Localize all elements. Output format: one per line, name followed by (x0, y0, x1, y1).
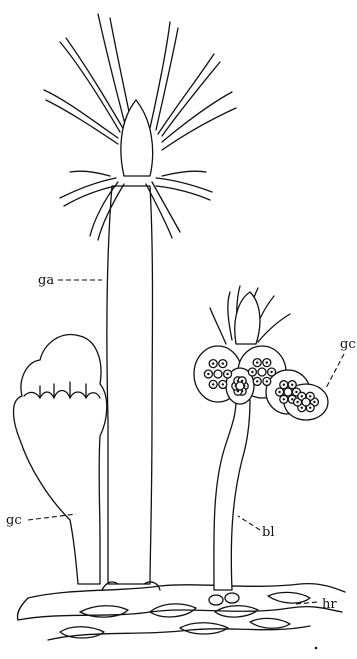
egg-nucleus (301, 395, 303, 397)
gonozooid-left (14, 335, 107, 584)
egg-nucleus (309, 395, 311, 397)
egg (284, 388, 292, 396)
label-ga: ga (38, 273, 102, 288)
label-gc-left-text: gc (6, 513, 22, 528)
label-ga-text: ga (38, 273, 54, 288)
egg-nucleus (207, 373, 209, 375)
egg-nucleus (212, 383, 214, 385)
label-gc-right: gc (326, 337, 356, 388)
egg-nucleus (226, 373, 228, 375)
egg-nucleus (266, 361, 268, 363)
egg-nucleus (283, 398, 285, 400)
label-bl-text: bl (262, 525, 274, 540)
gonophore-cluster (194, 346, 328, 420)
egg (236, 382, 244, 390)
label-hr-text: hr (322, 597, 337, 612)
egg-nucleus (266, 380, 268, 382)
egg-nucleus (301, 407, 303, 409)
egg-nucleus (309, 407, 311, 409)
egg-nucleus (256, 380, 258, 382)
egg-nucleus (212, 362, 214, 364)
label-hr: hr (296, 597, 337, 612)
egg-nucleus (222, 362, 224, 364)
ink-dot (315, 647, 318, 650)
hydrorhiza (17, 584, 345, 640)
egg-nucleus (283, 384, 285, 386)
egg-nucleus (278, 391, 280, 393)
egg-nucleus (222, 383, 224, 385)
label-bl: bl (238, 516, 274, 540)
egg-nucleus (313, 401, 315, 403)
egg (302, 398, 310, 406)
egg-nucleus (270, 371, 272, 373)
egg-nucleus (251, 371, 253, 373)
label-gc-right-text: gc (340, 337, 356, 352)
blastostyle (194, 286, 328, 605)
egg-nucleus (256, 361, 258, 363)
egg-nucleus (296, 401, 298, 403)
egg-nucleus (295, 391, 297, 393)
egg-nucleus (291, 384, 293, 386)
egg (214, 370, 222, 378)
egg-nucleus (291, 398, 293, 400)
egg (258, 368, 266, 376)
